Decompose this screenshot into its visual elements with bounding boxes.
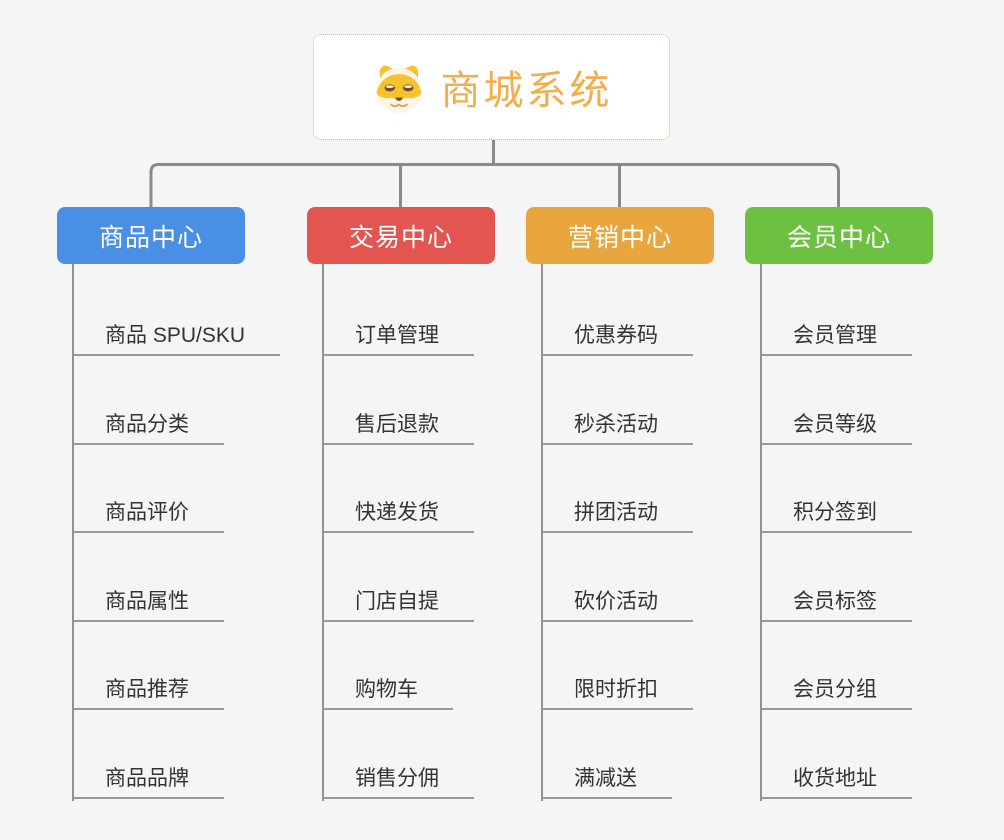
leaf-node[interactable]: 秒杀活动 (542, 409, 693, 445)
leaf-node[interactable]: 积分签到 (761, 497, 912, 533)
leaf-node[interactable]: 商品评价 (73, 497, 224, 533)
leaf-node[interactable]: 订单管理 (323, 320, 474, 356)
branch-node-product-center[interactable]: 商品中心 (57, 207, 245, 264)
leaf-node[interactable]: 商品 SPU/SKU (73, 320, 281, 356)
leaf-node[interactable]: 售后退款 (323, 409, 474, 445)
leaf-node[interactable]: 拼团活动 (542, 497, 693, 533)
leaf-node[interactable]: 商品分类 (73, 409, 224, 445)
leaf-node[interactable]: 会员标签 (761, 586, 912, 622)
branch-label: 商品中心 (98, 223, 203, 252)
leaf-node[interactable]: 会员管理 (761, 320, 912, 356)
branch-label: 交易中心 (348, 223, 453, 252)
leaf-node[interactable]: 限时折扣 (542, 674, 693, 710)
leaf-node[interactable]: 商品推荐 (73, 674, 224, 710)
branch-node-trade-center[interactable]: 交易中心 (307, 207, 495, 264)
branch-node-marketing-center[interactable]: 营销中心 (526, 207, 714, 264)
leaf-node[interactable]: 快递发货 (323, 497, 474, 533)
leaf-node[interactable]: 收货地址 (761, 763, 912, 799)
leaf-node[interactable]: 会员分组 (761, 674, 912, 710)
root-node[interactable]: 商城系统 (313, 34, 670, 140)
root-node-title: 商城系统 (440, 69, 613, 113)
leaf-node[interactable]: 砍价活动 (542, 586, 693, 622)
leaf-node[interactable]: 商品品牌 (73, 763, 224, 799)
branch-label: 营销中心 (567, 223, 672, 252)
leaf-node[interactable]: 销售分佣 (323, 763, 474, 799)
leaf-node[interactable]: 门店自提 (323, 586, 474, 622)
leaf-node[interactable]: 满减送 (542, 763, 672, 799)
branch-label: 会员中心 (786, 223, 891, 252)
leaf-node[interactable]: 会员等级 (761, 409, 912, 445)
branch-node-member-center[interactable]: 会员中心 (745, 207, 933, 264)
dog-face-icon (375, 65, 422, 114)
leaf-node[interactable]: 商品属性 (73, 586, 224, 622)
leaf-node[interactable]: 购物车 (323, 674, 453, 710)
leaf-node[interactable]: 优惠券码 (542, 320, 693, 356)
